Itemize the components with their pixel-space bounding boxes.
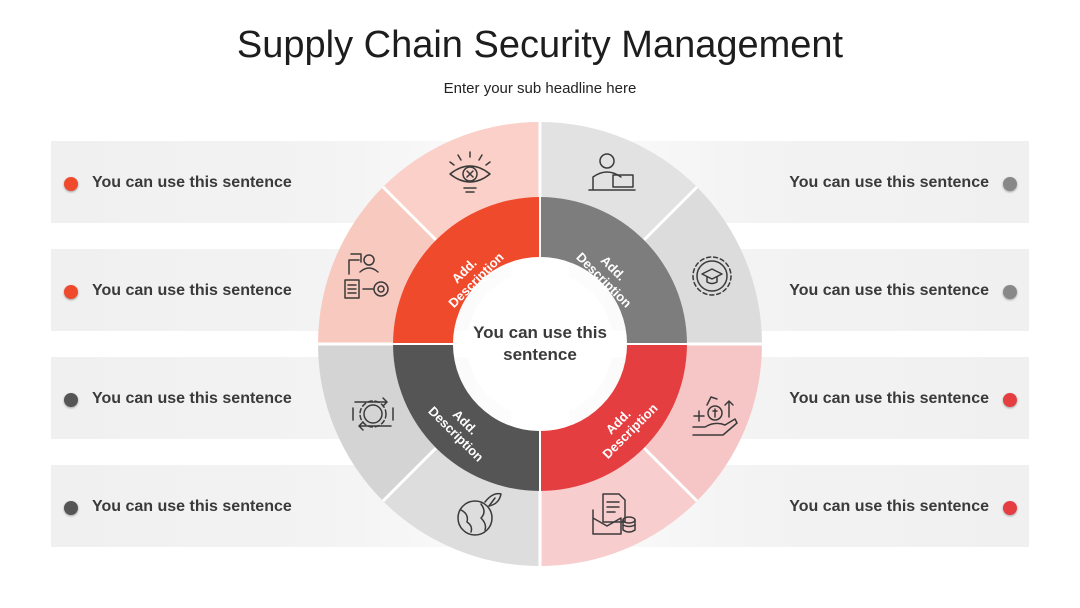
inner-segment-bottom-right: [540, 344, 687, 491]
lightbulb-eye-icon: [449, 151, 491, 193]
gear-cycle-icon: [352, 397, 394, 431]
bullet-dot: [1003, 285, 1017, 299]
page-subtitle: Enter your sub headline here: [443, 80, 637, 97]
bullet-dot: [64, 285, 78, 299]
center-text: You can use this sentence: [473, 323, 607, 364]
gear-graduation-icon: [692, 256, 732, 296]
bullet-dot: [1003, 393, 1017, 407]
page-title: Supply Chain Security Management: [236, 24, 844, 66]
row-label: You can use this sentence: [789, 390, 989, 407]
person-laptop-icon: [588, 153, 636, 191]
bullet-dot: [1003, 501, 1017, 515]
document-coins-icon: [592, 493, 636, 535]
bullet-dot: [64, 393, 78, 407]
row-label: You can use this sentence: [789, 282, 989, 299]
row-label: You can use this sentence: [92, 498, 292, 515]
row-label: You can use this sentence: [92, 390, 292, 407]
row-label: You can use this sentence: [92, 174, 292, 191]
eco-globe-icon: [457, 492, 502, 536]
bullet-dot: [64, 501, 78, 515]
inner-segment-top-right: [540, 197, 687, 344]
bullet-dot: [1003, 177, 1017, 191]
team-workflow-icon: [344, 253, 389, 299]
row-label: You can use this sentence: [789, 174, 989, 191]
bullet-dot: [64, 177, 78, 191]
inner-segment-bottom-left: [393, 344, 540, 491]
inner-segment-top-left: [393, 197, 540, 344]
row-label: You can use this sentence: [789, 498, 989, 515]
center-circle: [467, 271, 613, 417]
money-growth-hand-icon: [692, 396, 738, 436]
row-label: You can use this sentence: [92, 282, 292, 299]
